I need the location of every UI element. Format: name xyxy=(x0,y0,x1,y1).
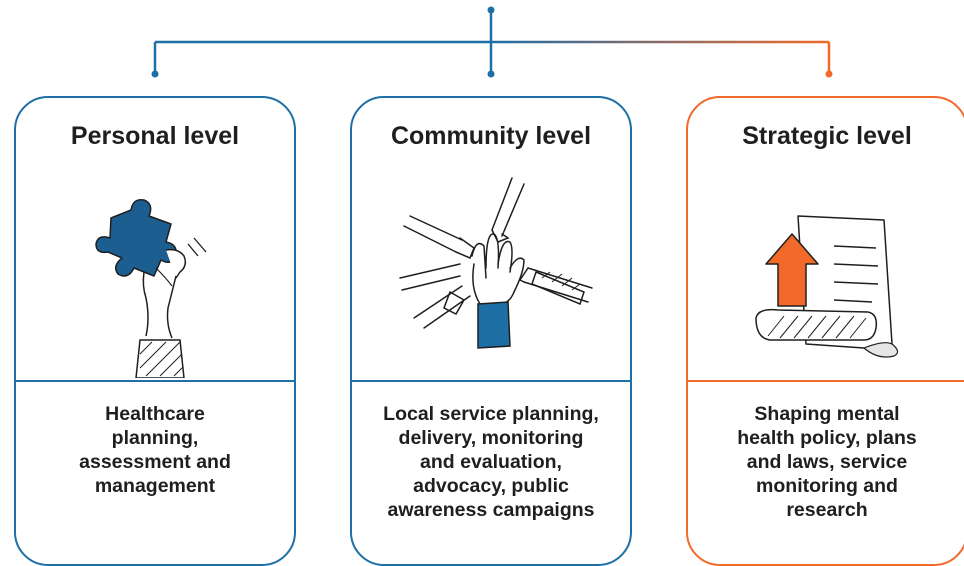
puzzle-piece-hand-icon xyxy=(95,198,207,378)
card-divider xyxy=(688,380,964,382)
connector-dot-strategic xyxy=(825,70,833,78)
card-description: Healthcare planning, assessment and mana… xyxy=(79,403,231,497)
connector-dot-community xyxy=(487,70,495,78)
document-upload-arrow-icon xyxy=(755,215,899,358)
hierarchy-connector xyxy=(151,6,833,78)
connector-top-dot xyxy=(487,6,495,14)
stacked-hands-teamwork-icon xyxy=(399,177,593,349)
card-title: Personal level xyxy=(70,122,240,150)
card-divider xyxy=(352,380,630,382)
connector-dot-personal xyxy=(151,70,159,78)
card-description: Shaping mental health policy, plans and … xyxy=(737,403,917,521)
card-description: Local service planning, delivery, monito… xyxy=(383,403,599,521)
card-strategic-level: Strategic level Shaping mental health po… xyxy=(686,96,964,566)
card-title: Community level xyxy=(390,122,592,150)
card-personal-level: Personal level Healthcare planning, asse… xyxy=(14,96,296,566)
card-title: Strategic level xyxy=(742,122,912,150)
card-community-level: Community level xyxy=(350,96,632,566)
card-divider xyxy=(16,380,294,382)
